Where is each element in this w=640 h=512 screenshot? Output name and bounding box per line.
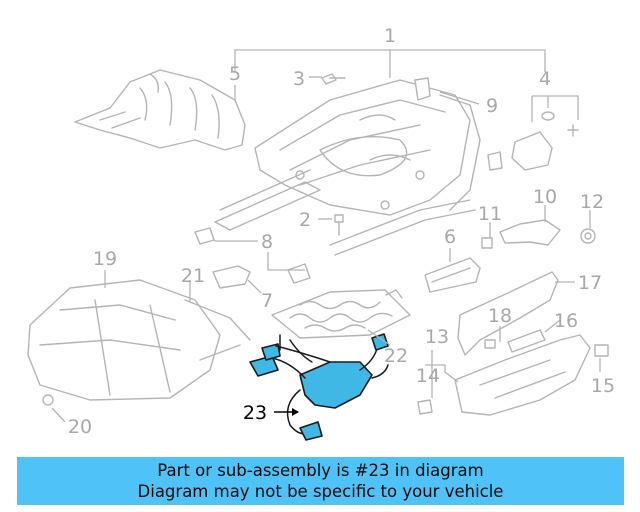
callout-13: 13	[425, 326, 449, 348]
info-banner: Part or sub-assembly is #23 in diagram D…	[17, 457, 624, 505]
part-11-clip	[481, 237, 493, 249]
callout-10: 10	[533, 186, 557, 208]
part-20-grommet	[42, 394, 54, 406]
part-10-bracket	[499, 219, 561, 246]
callout-8: 8	[261, 231, 273, 253]
part-1-seat-frame	[214, 79, 481, 256]
callout-20: 20	[68, 416, 92, 438]
part-17-shield	[457, 271, 559, 356]
callout-11: 11	[478, 203, 502, 225]
part-18-screw	[484, 339, 496, 349]
callout-19: 19	[93, 248, 117, 270]
part-7-cover	[212, 265, 251, 289]
part-19-cushion	[27, 279, 221, 401]
callout-14: 14	[416, 365, 440, 387]
callout-16: 16	[554, 310, 578, 332]
callout-23: 23	[243, 402, 267, 424]
callout-12: 12	[580, 191, 604, 213]
callout-9: 9	[486, 95, 498, 117]
callout-2: 2	[299, 209, 311, 231]
callout-18: 18	[488, 305, 512, 327]
callout-5: 5	[229, 63, 241, 85]
part-13-outer-shield	[454, 334, 591, 416]
part-9-bracket	[414, 77, 503, 171]
part-12-knob	[580, 228, 596, 244]
part-15-knob	[594, 344, 609, 357]
part-23-wire-harness	[249, 333, 389, 441]
part-8-clip	[194, 227, 311, 284]
part-5-seat-mat	[74, 69, 246, 151]
callout-1: 1	[384, 25, 396, 47]
banner-line-2: Diagram may not be specific to your vehi…	[137, 482, 504, 501]
parts-diagram: 1 2 3 4 5 6 7 8 9 10 11 12 13 14 15 16 1…	[27, 25, 615, 441]
part-21-cushion-pad	[184, 299, 251, 361]
part-4-recliner	[511, 111, 579, 171]
part-3-bolt	[321, 73, 346, 85]
callout-21: 21	[181, 265, 205, 287]
leader-lines	[51, 49, 601, 423]
part-22-hook	[385, 289, 403, 299]
callout-17: 17	[578, 272, 602, 294]
callout-4: 4	[539, 68, 551, 90]
part-2-bolt	[334, 214, 344, 236]
callout-6: 6	[444, 226, 456, 248]
part-14-clip	[417, 399, 433, 415]
callout-7: 7	[261, 290, 273, 312]
banner-line-1: Part or sub-assembly is #23 in diagram	[157, 461, 484, 480]
callout-22: 22	[384, 345, 408, 367]
part-6-trim	[424, 257, 481, 293]
leader-arrow-23	[292, 408, 299, 416]
part-16-cover	[507, 329, 546, 353]
callout-3: 3	[293, 68, 305, 90]
part-22-spring-mat	[271, 289, 411, 339]
callout-15: 15	[591, 375, 615, 397]
